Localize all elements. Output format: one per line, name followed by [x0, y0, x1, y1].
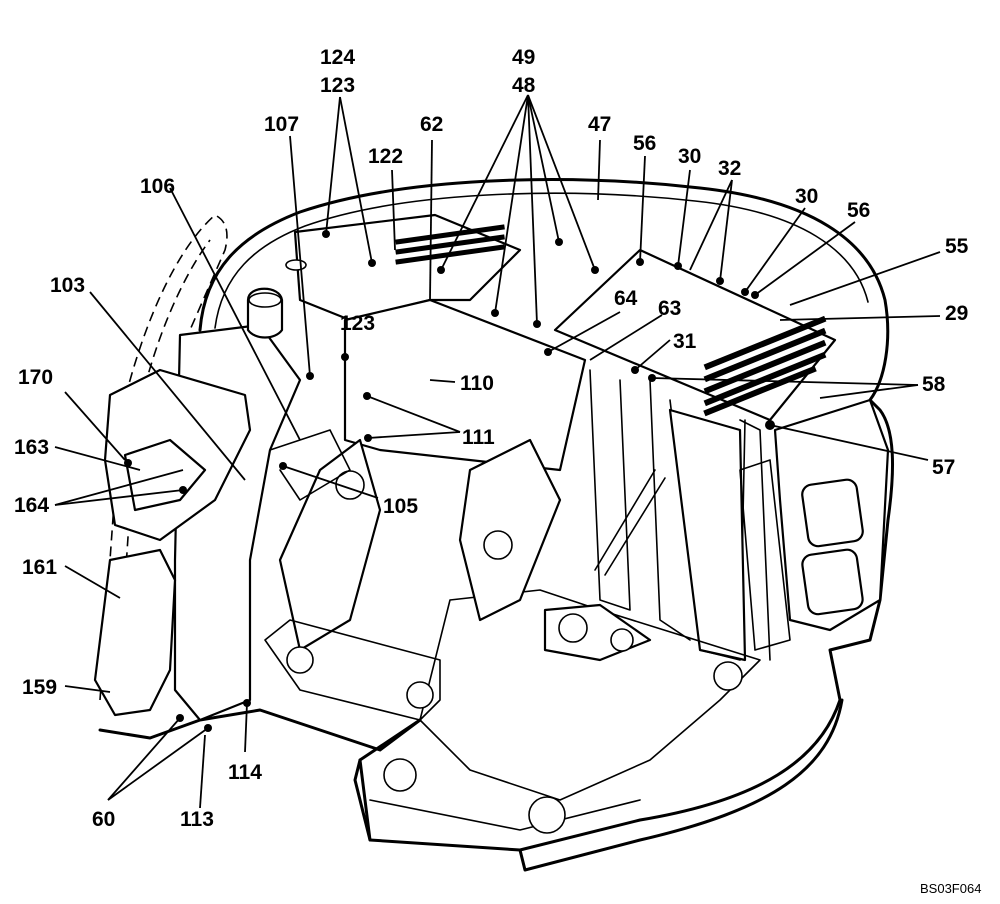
callout-123: 123 — [320, 74, 355, 97]
callout-123-lower: 123 — [340, 312, 375, 335]
callout-161: 161 — [22, 556, 57, 579]
figure-code: BS03F064 — [920, 881, 981, 896]
callout-170: 170 — [18, 366, 53, 389]
callout-114: 114 — [228, 761, 262, 784]
callout-64: 64 — [614, 287, 638, 310]
callout-57: 57 — [932, 456, 955, 479]
callout-47: 47 — [588, 113, 611, 136]
callout-60: 60 — [92, 808, 115, 831]
callout-105: 105 — [383, 495, 418, 518]
callout-110: 110 — [460, 372, 494, 395]
grill-panel-29 — [703, 315, 827, 417]
callout-63: 63 — [658, 297, 681, 320]
callout-32: 32 — [718, 157, 741, 180]
callout-113: 113 — [180, 808, 214, 831]
left-console — [93, 259, 351, 722]
leader-lines — [54, 94, 941, 809]
callout-164: 164 — [14, 494, 49, 517]
interior-frame — [264, 369, 771, 834]
callout-163: 163 — [14, 436, 49, 459]
callout-62: 62 — [420, 113, 443, 136]
callout-49: 49 — [512, 46, 535, 69]
callout-122: 122 — [368, 145, 403, 168]
callout-111: 111 — [462, 426, 495, 449]
callout-30-right: 30 — [795, 185, 818, 208]
callout-103: 103 — [50, 274, 85, 297]
cab-body-outline — [98, 178, 894, 872]
callout-48: 48 — [512, 74, 536, 97]
callout-31: 31 — [673, 330, 697, 353]
callout-58: 58 — [922, 373, 946, 396]
callout-124: 124 — [320, 46, 355, 69]
callout-159: 159 — [22, 676, 57, 699]
callout-56-right: 56 — [847, 199, 870, 222]
right-cab-wall — [739, 398, 890, 651]
grill-rear-top — [395, 224, 505, 265]
callout-55: 55 — [945, 235, 969, 258]
callout-107: 107 — [264, 113, 299, 136]
callout-56: 56 — [633, 132, 656, 155]
callout-30: 30 — [678, 145, 701, 168]
callout-labels: 124 123 107 122 62 49 48 47 56 30 32 30 … — [14, 46, 969, 831]
callout-106: 106 — [140, 175, 175, 198]
callout-29: 29 — [945, 302, 968, 325]
